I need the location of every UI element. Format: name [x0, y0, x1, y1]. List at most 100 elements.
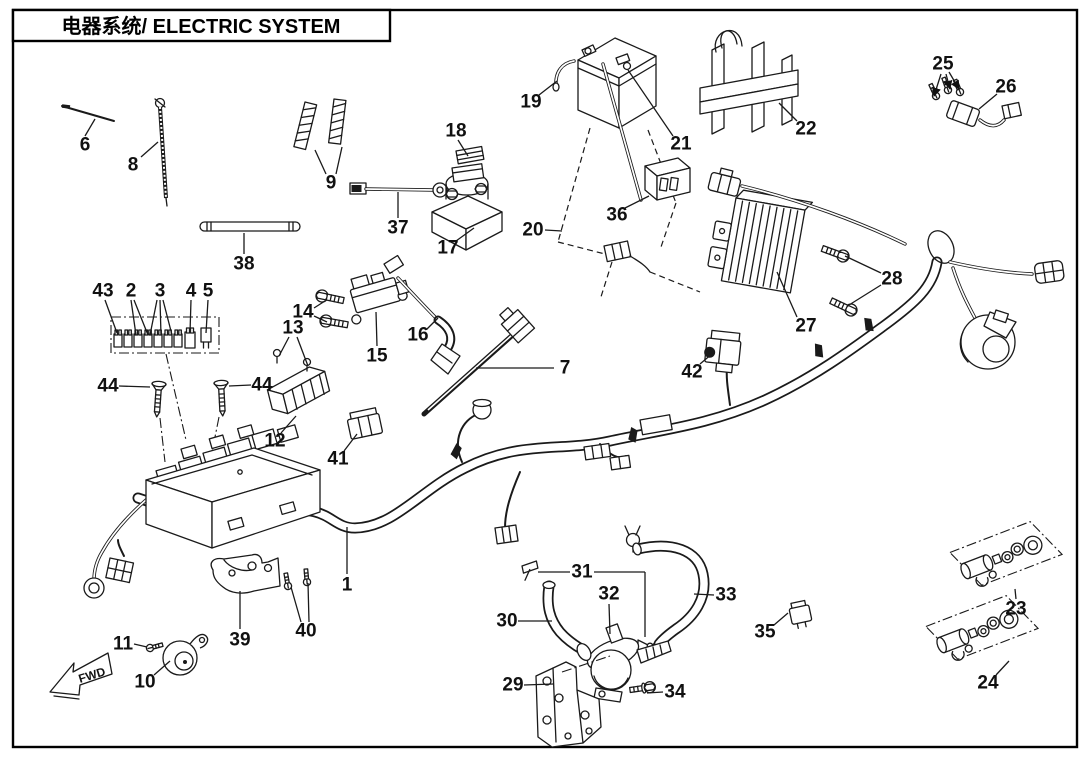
screws-44	[149, 379, 231, 463]
page-title: 电器系统/ ELECTRIC SYSTEM	[62, 14, 341, 38]
callout-2-leader	[130, 299, 137, 336]
callout-33: 33	[715, 585, 736, 606]
callout-23-leader	[1014, 588, 1017, 600]
heat-shrink-sleeves-9	[293, 98, 347, 151]
callout-29: 29	[502, 675, 523, 696]
callout-14-leader	[313, 315, 328, 323]
round-connector	[1033, 260, 1065, 284]
callout-10-leader	[153, 660, 171, 676]
callout-13-leader	[296, 336, 309, 367]
callout-27: 27	[795, 316, 816, 337]
battery-vent-tube-19	[552, 59, 576, 92]
callout-19: 19	[520, 92, 541, 113]
callout-40-leader	[307, 582, 310, 623]
callout-36: 36	[606, 205, 627, 226]
callout-7: 7	[560, 358, 571, 379]
hose-30	[542, 580, 589, 656]
title-box	[11, 8, 392, 43]
callout-26: 26	[995, 77, 1016, 98]
callout-34-leader	[646, 691, 664, 694]
fuse-assembly-axis	[165, 353, 187, 441]
callout-6-leader	[84, 118, 96, 137]
bolts-14	[314, 288, 350, 332]
callout-22-leader	[778, 102, 798, 122]
callout-27-leader	[776, 271, 798, 318]
cable-tie-6	[61, 104, 115, 122]
horn-10	[162, 633, 209, 676]
battery-21	[577, 37, 657, 202]
callout-9-leader	[314, 149, 327, 175]
callout-42-leader	[699, 352, 714, 365]
callout-20: 20	[522, 220, 543, 241]
callout-16-leader	[426, 317, 439, 330]
clamp-31-left	[520, 559, 540, 582]
callout-25-leader	[943, 73, 953, 90]
callout-6: 6	[80, 135, 91, 156]
callout-13-leader	[278, 336, 290, 357]
callout-31: 31	[571, 562, 593, 583]
callout-28-leader	[848, 284, 882, 306]
callout-43-leader	[104, 299, 118, 334]
bolt-11	[144, 640, 165, 654]
callout-17-leader	[455, 227, 475, 242]
ignition-coil-15	[349, 271, 410, 325]
callout-4-leader	[189, 299, 192, 334]
callout-30: 30	[496, 611, 517, 632]
callout-26-leader	[978, 93, 998, 110]
callout-11-leader	[133, 643, 148, 648]
relay-41	[346, 407, 383, 440]
bracket-valve-axis	[561, 655, 611, 673]
callout-29-leader	[523, 683, 554, 686]
callout-2: 2	[126, 281, 137, 302]
callout-42: 42	[681, 362, 702, 383]
sensor-connector	[1001, 101, 1022, 120]
callout-13: 13	[282, 318, 303, 339]
fuse-box-assembly	[145, 424, 321, 549]
sensor-26	[946, 100, 980, 127]
callout-14: 14	[292, 302, 314, 323]
bolt-34	[629, 681, 656, 694]
callout-20-leader	[544, 229, 563, 232]
bracket-39	[210, 553, 281, 594]
screws-40	[281, 568, 312, 591]
callout-25: 25	[932, 54, 954, 75]
callout-10: 10	[134, 672, 155, 693]
switch-42	[704, 329, 742, 374]
callout-44-left-leader	[118, 385, 151, 388]
fwd-arrow: FWD	[49, 652, 113, 700]
fuses	[113, 327, 212, 349]
callout-8-leader	[140, 141, 159, 158]
rod-38	[199, 221, 301, 232]
callout-19-leader	[538, 80, 558, 96]
callout-3: 3	[155, 281, 166, 302]
callout-3-leader	[162, 299, 173, 336]
callout-11: 11	[113, 634, 134, 655]
callout-22: 22	[795, 119, 816, 140]
callout-35: 35	[754, 622, 776, 643]
callout-34: 34	[664, 682, 686, 703]
callout-4: 4	[186, 281, 197, 302]
cable-tie-8	[154, 97, 168, 207]
lamp-socket	[959, 309, 1017, 370]
fuse-set	[110, 316, 220, 354]
callout-3-leader	[149, 299, 158, 336]
callout-24: 24	[977, 673, 999, 694]
callout-14-leader	[313, 300, 326, 309]
callout-16: 16	[407, 325, 428, 346]
callout-21-leader	[627, 69, 674, 137]
hose-33	[632, 540, 710, 650]
callout-35-leader	[773, 612, 789, 626]
callout-23: 23	[1005, 599, 1026, 620]
callout-12: 12	[264, 431, 285, 452]
page-border	[11, 8, 1079, 749]
callout-40: 40	[295, 621, 316, 642]
callout-25-leader	[948, 71, 960, 90]
callout-32-leader	[608, 603, 611, 635]
battery-holder-22	[699, 29, 799, 135]
voltage-regulator-27	[707, 189, 814, 294]
callout-32: 32	[598, 584, 619, 605]
callout-17: 17	[437, 238, 458, 259]
callout-38: 38	[233, 254, 254, 275]
